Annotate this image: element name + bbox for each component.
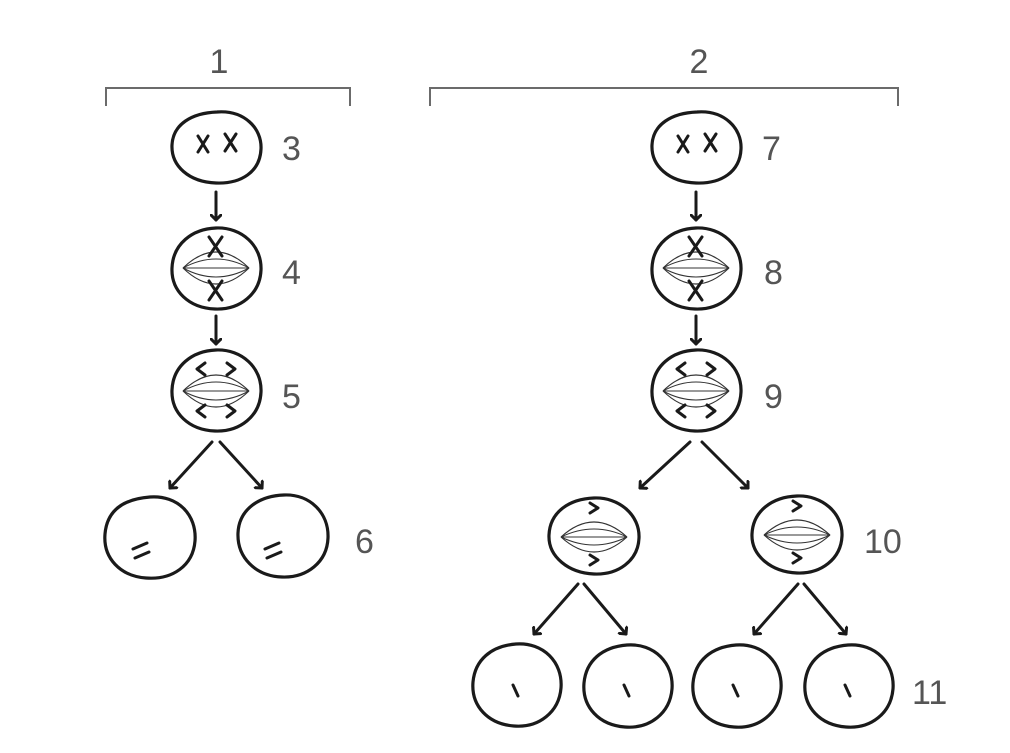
meiosis-anaphase1-cell <box>650 348 743 433</box>
chromosome-pair-icon <box>131 541 151 560</box>
meiosis-interphase-cell <box>650 110 743 185</box>
separating-chromosomes-icon <box>675 361 717 419</box>
spindle-icon <box>182 374 250 408</box>
chromosome-icon <box>843 683 852 698</box>
label-mitosis-anaphase: 5 <box>282 378 301 416</box>
label-mitosis-metaphase: 4 <box>282 254 301 292</box>
group-header-mitosis: 1 <box>105 43 351 106</box>
group-label-mitosis: 1 <box>210 43 229 81</box>
chromosome-pair-icon <box>263 541 283 560</box>
label-meiosis-interphase: 7 <box>762 130 781 168</box>
gamete-cell-4 <box>803 643 895 729</box>
arrow-meiosis-lr <box>582 582 626 636</box>
arrow-meiosis-rr <box>802 582 846 636</box>
chromosome-pair-icon <box>207 235 224 302</box>
chromosome-icon <box>731 683 740 698</box>
spindle-icon <box>763 519 831 551</box>
meiosis-metaphase1-cell <box>650 226 743 311</box>
gamete-cell-3 <box>691 643 783 729</box>
bracket-meiosis <box>429 87 899 106</box>
arrow-meiosis-ll <box>534 582 580 636</box>
mitosis-daughter-cell-right <box>236 493 330 579</box>
group-header-meiosis: 2 <box>429 43 899 106</box>
chromosome-pair-icon <box>676 132 718 154</box>
label-meiosis-metaphase2: 10 <box>864 523 902 561</box>
meiosis-metaphase2-cell-left <box>547 496 641 576</box>
label-meiosis-gametes: 11 <box>912 674 947 712</box>
group-label-meiosis: 2 <box>690 43 709 81</box>
label-mitosis-daughters: 6 <box>355 523 374 561</box>
meiosis-metaphase2-cell-right <box>750 494 844 575</box>
label-meiosis-metaphase1: 8 <box>764 254 783 292</box>
arrow-meiosis-right <box>700 440 750 490</box>
arrow-mitosis-left <box>170 440 214 490</box>
mitosis-metaphase-cell <box>170 226 263 311</box>
label-meiosis-anaphase1: 9 <box>764 378 783 416</box>
spindle-icon <box>662 374 730 408</box>
chromosome-icon <box>622 683 631 698</box>
spindle-icon <box>560 521 628 553</box>
chromosome-pair-icon <box>687 235 704 302</box>
mitosis-anaphase-cell <box>170 348 263 433</box>
spindle-icon <box>662 251 730 285</box>
arrow-mitosis-right <box>218 440 262 490</box>
chromosome-icon <box>511 683 520 698</box>
label-mitosis-interphase: 3 <box>282 130 301 168</box>
chromosome-pair-icon <box>196 132 238 154</box>
chromosome-pair-icon <box>791 499 803 565</box>
chromosome-pair-icon <box>588 501 600 567</box>
separating-chromatids-icon <box>195 361 237 419</box>
gamete-cell-2 <box>582 643 674 729</box>
arrow-meiosis-left <box>638 440 692 488</box>
gamete-cell-1 <box>471 642 563 728</box>
arrow-meiosis-rl <box>754 582 800 636</box>
mitosis-interphase-cell <box>170 110 263 185</box>
bracket-mitosis <box>105 87 351 106</box>
mitosis-daughter-cell-left <box>103 495 197 580</box>
spindle-icon <box>182 251 250 285</box>
